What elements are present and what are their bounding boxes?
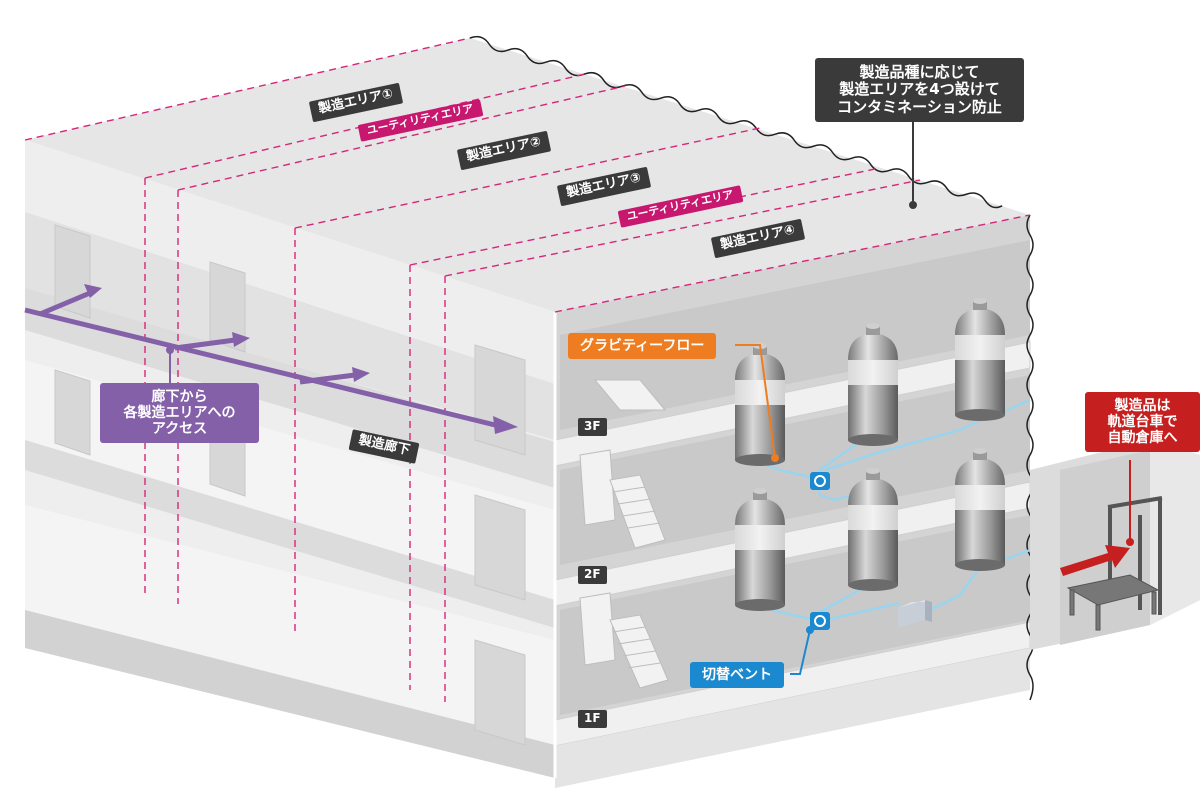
callout-contamination-line-2: 製造エリアを4つ設けて: [839, 80, 1000, 99]
callout-contamination-line-3: コンタミネーション防止: [837, 97, 1002, 116]
callout-transport-line-2: 軌道台車で: [1107, 414, 1178, 431]
floor-label-3f: 3F: [578, 418, 607, 436]
tanks: [735, 298, 1005, 611]
callout-corridor-line-3: アクセス: [151, 421, 208, 438]
switch-vents: [810, 472, 830, 630]
cart-bed: [1066, 574, 1160, 631]
callout-transport-line-3: 自動倉庫へ: [1107, 430, 1178, 447]
callout-corridor-line-2: 各製造エリアへの: [123, 405, 236, 422]
callout-product-transport: 製造品は 軌道台車で 自動倉庫へ: [1085, 392, 1200, 453]
transport-arrow: [1060, 545, 1130, 576]
callout-contamination-line-1: 製造品種に応じて: [859, 63, 980, 81]
slab-bottom: [555, 648, 1030, 788]
callout-corridor-line-1: 廊下から: [151, 389, 208, 405]
corridor-arrows: [24, 284, 518, 434]
callout-contamination: 製造品種に応じて 製造エリアを4つ設けて コンタミネーション防止: [815, 58, 1024, 122]
floor-label-1f: 1F: [578, 710, 607, 728]
stairs: [579, 379, 669, 689]
callout-transport-line-1: 製造品は: [1114, 398, 1171, 414]
callout-switch-vent: 切替ベント: [690, 662, 784, 689]
callout-gravity-flow: グラビティーフロー: [568, 333, 717, 360]
device-box: [898, 600, 932, 628]
callout-corridor-access: 廊下から 各製造エリアへの アクセス: [100, 383, 259, 444]
floor-label-2f: 2F: [578, 566, 607, 584]
